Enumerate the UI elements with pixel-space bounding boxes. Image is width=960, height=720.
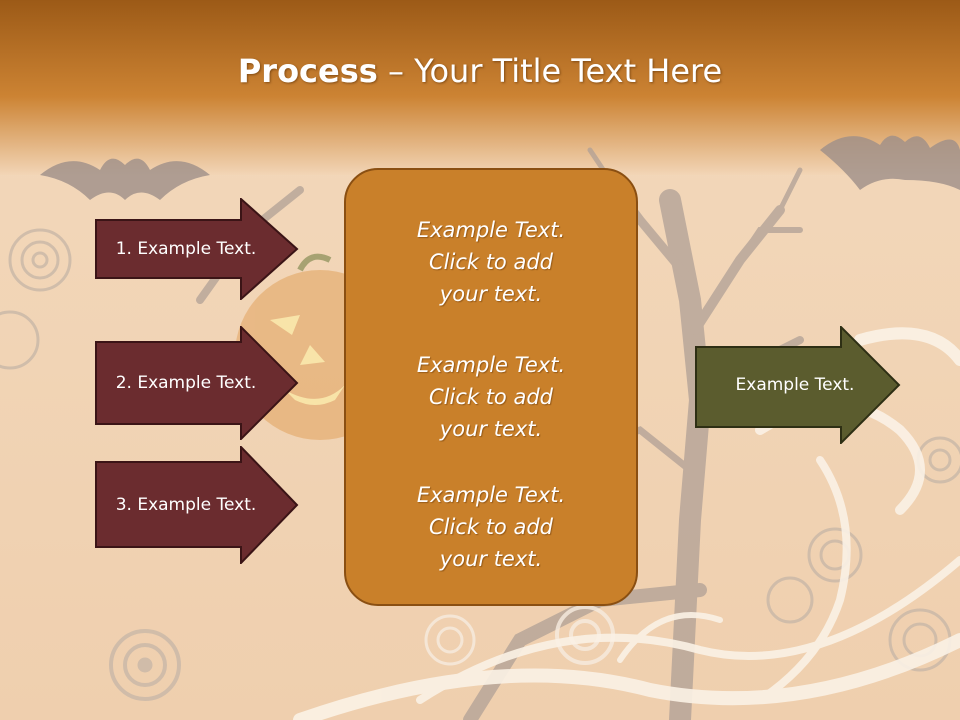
input-arrow-2-label: 2. Example Text. [115, 373, 257, 393]
process-text-block-1[interactable]: Example Text. Click to add your text. [346, 214, 636, 310]
process-text-line: your text. [439, 547, 543, 571]
output-arrow-label: Example Text. [735, 375, 855, 395]
process-text-line: Click to add [428, 385, 553, 409]
process-text-line: Example Text. [416, 483, 566, 507]
input-arrow-3[interactable]: 3. Example Text. [95, 446, 299, 564]
process-text-block-2[interactable]: Example Text. Click to add your text. [346, 349, 636, 445]
process-text-line: Example Text. [416, 353, 566, 377]
input-arrow-1-label: 1. Example Text. [115, 239, 257, 259]
input-arrow-3-label: 3. Example Text. [115, 495, 257, 515]
input-arrow-2[interactable]: 2. Example Text. [95, 326, 299, 440]
title-bold: Process [237, 52, 378, 90]
input-arrow-1[interactable]: 1. Example Text. [95, 198, 299, 300]
process-text-line: Click to add [428, 515, 553, 539]
slide-title[interactable]: Process – Your Title Text Here [0, 52, 960, 90]
output-arrow[interactable]: Example Text. [695, 326, 901, 444]
process-text-line: Click to add [428, 250, 553, 274]
title-rest: – Your Title Text Here [377, 52, 723, 90]
process-text-line: your text. [439, 282, 543, 306]
process-text-line: your text. [439, 417, 543, 441]
process-text-line: Example Text. [416, 218, 566, 242]
process-box[interactable]: Example Text. Click to add your text. Ex… [344, 168, 638, 606]
bat-icon [40, 135, 960, 200]
process-text-block-3[interactable]: Example Text. Click to add your text. [346, 479, 636, 575]
